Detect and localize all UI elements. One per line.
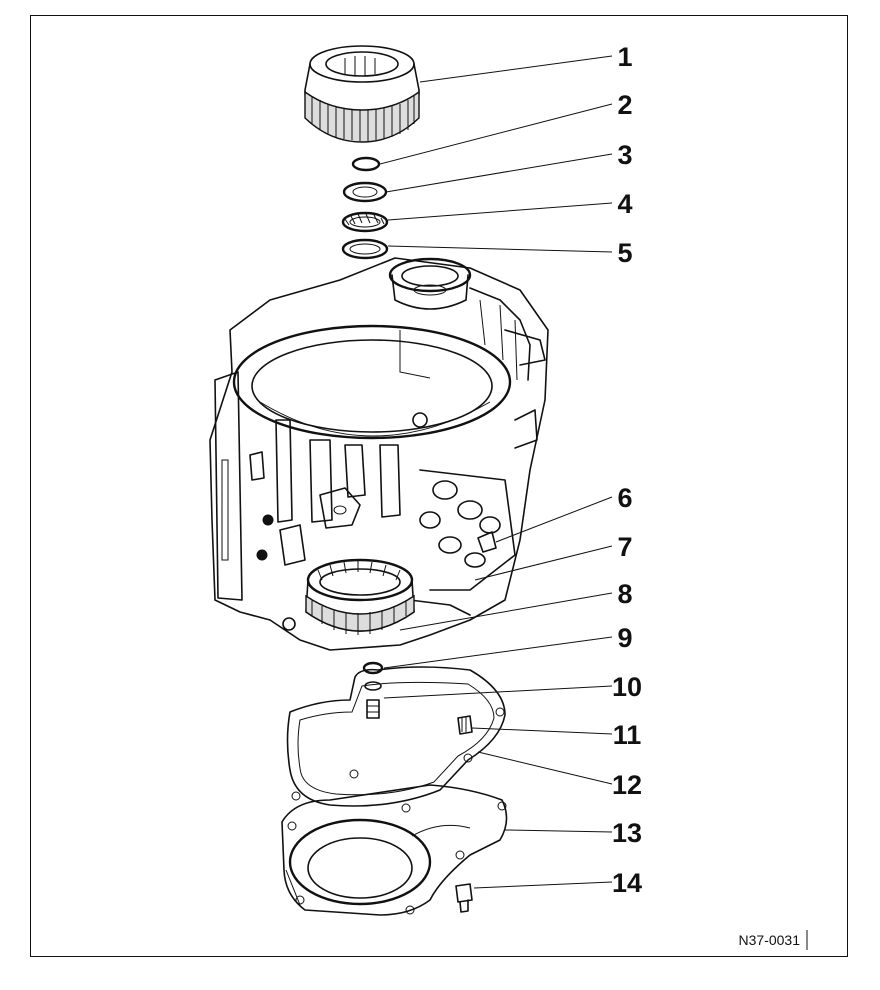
part-4-needle-bearing [341,211,389,233]
part-2-circlip [351,156,381,172]
part-13-cover [281,784,508,916]
callout-2: 2 [617,90,632,120]
part-10-ring [364,681,382,691]
diagram-frame [30,15,848,957]
part-12-gasket [286,666,506,813]
part-5-shim [341,238,389,260]
part-14-screw [455,883,473,913]
callout-9: 9 [617,623,632,653]
part-9-seal-ring [362,661,384,675]
callout-5: 5 [617,238,632,268]
callout-8: 8 [617,579,632,609]
callout-12: 12 [612,770,642,800]
callout-11: 11 [613,720,642,750]
part-1-splined-gear [304,45,420,143]
callout-14: 14 [612,868,642,898]
part-11-plug [457,715,473,735]
callout-13: 13 [612,818,642,848]
callout-6: 6 [617,483,632,513]
figure-id: N37-0031 [739,932,801,948]
callout-1: 1 [617,42,632,72]
leader-lines [379,55,613,889]
callout-4: 4 [617,189,632,219]
callout-10: 10 [612,672,642,702]
part-10-bolt [366,699,380,719]
part-3-washer [342,181,388,203]
callouts: 1 2 3 4 5 6 7 8 9 10 11 12 13 14 [612,42,642,898]
callout-7: 7 [617,532,632,562]
transmission-housing [209,257,549,651]
callout-3: 3 [617,140,632,170]
